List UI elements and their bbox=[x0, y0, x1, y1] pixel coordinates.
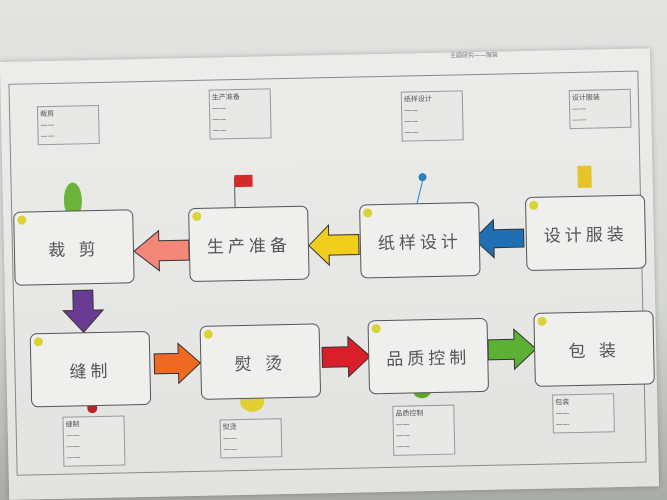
pin-dot-icon bbox=[17, 215, 27, 225]
pin-string bbox=[416, 181, 424, 204]
step-packing: 包 装 bbox=[533, 310, 655, 387]
pin-dot-icon bbox=[192, 211, 202, 222]
step-label: 纸样设计 bbox=[377, 231, 463, 254]
arrow-cutting-to-sewing bbox=[62, 289, 105, 334]
step-label: 裁 剪 bbox=[48, 239, 100, 261]
step-label: 包 装 bbox=[568, 340, 621, 362]
cup-icon bbox=[577, 165, 592, 188]
step-label: 品质控制 bbox=[386, 347, 471, 370]
arrow-prep-to-cutting bbox=[133, 229, 190, 272]
arrow-pattern-to-prep bbox=[308, 223, 360, 267]
note-title: 品质控制 bbox=[395, 409, 424, 418]
arrow-qc-to-packing bbox=[487, 328, 537, 371]
note-quality-control: 品质控制—————— bbox=[392, 404, 456, 456]
pin-dot-icon bbox=[203, 329, 213, 339]
step-pattern-design: 纸样设计 bbox=[359, 201, 481, 279]
note-title: 熨烫 bbox=[222, 423, 237, 432]
step-label: 生产准备 bbox=[206, 235, 292, 258]
pin-dot-icon bbox=[537, 316, 547, 326]
step-cutting: 裁 剪 bbox=[13, 209, 135, 286]
note-title: 缝制 bbox=[65, 420, 80, 429]
note-packing: 包装———— bbox=[552, 393, 615, 434]
note-title: 包装 bbox=[555, 398, 570, 407]
poster-paper: 主题研究——服装 裁剪———— 生产准备—————— 纸样设计—————— 设计… bbox=[0, 48, 660, 500]
step-sewing: 缝制 bbox=[29, 330, 152, 408]
arrow-sewing-to-ironing bbox=[153, 342, 202, 385]
note-ironing: 熨烫———— bbox=[219, 418, 283, 459]
pin-icon bbox=[418, 173, 427, 182]
pin-dot-icon bbox=[33, 337, 43, 347]
step-label: 缝制 bbox=[69, 361, 112, 383]
step-design-clothing: 设计服装 bbox=[524, 194, 647, 272]
arrow-design-to-pattern bbox=[473, 218, 525, 259]
step-label: 熨 烫 bbox=[234, 353, 287, 375]
step-quality-control: 品质控制 bbox=[367, 317, 490, 395]
step-label: 设计服装 bbox=[543, 224, 628, 247]
pin-dot-icon bbox=[371, 324, 381, 334]
step-production-prep: 生产准备 bbox=[188, 205, 310, 283]
pin-dot-icon bbox=[363, 208, 373, 218]
pin-dot-icon bbox=[529, 200, 539, 210]
arrow-ironing-to-qc bbox=[321, 335, 371, 378]
flag-icon bbox=[234, 174, 253, 188]
step-ironing: 熨 烫 bbox=[199, 323, 322, 400]
note-sewing: 缝制—————— bbox=[62, 415, 126, 467]
